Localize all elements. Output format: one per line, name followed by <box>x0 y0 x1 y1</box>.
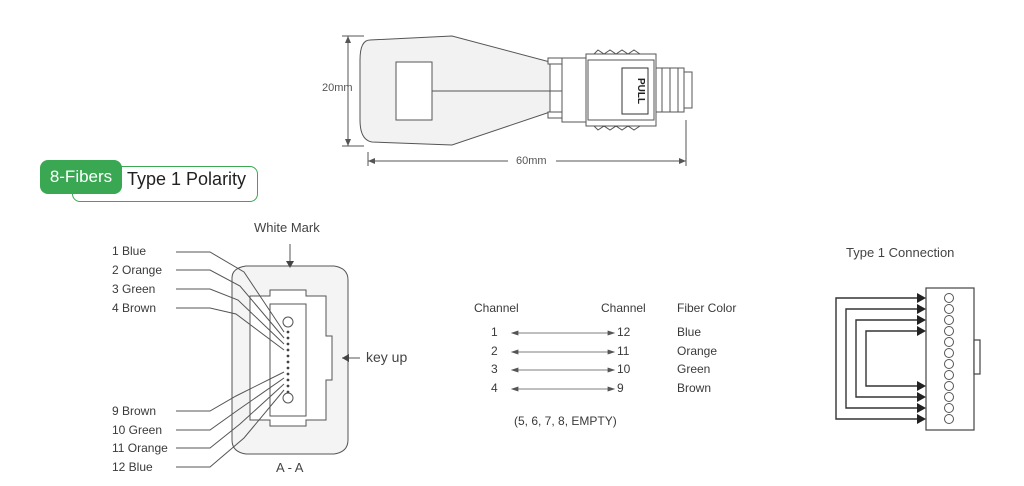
dim-height: 20mm <box>322 82 353 94</box>
section-label: A - A <box>276 460 304 475</box>
fiber-label: 1 Blue <box>112 244 147 258</box>
channel-b-value: 10 <box>617 362 631 376</box>
channel-b-header: Channel <box>601 301 646 315</box>
channel-b-value: 12 <box>617 325 631 339</box>
fiber-label: 3 Green <box>112 282 156 296</box>
white-mark-label: White Mark <box>254 220 320 235</box>
fiber-label: 10 Green <box>112 423 163 437</box>
key-up-label: key up <box>366 349 408 365</box>
connection-title: Type 1 Connection <box>846 245 955 260</box>
fibers-badge: 8-Fibers <box>40 160 122 194</box>
channel-b-value: 11 <box>617 344 630 358</box>
fiber-label: 2 Orange <box>112 263 163 277</box>
dim-width: 60mm <box>516 155 547 167</box>
channel-a-value: 2 <box>491 344 498 358</box>
pull-label: PULL <box>635 78 646 105</box>
fiber-color-value: Orange <box>677 344 718 358</box>
empty-channels-note: (5, 6, 7, 8, EMPTY) <box>514 414 617 428</box>
fiber-label: 12 Blue <box>112 460 153 474</box>
channel-a-header: Channel <box>474 301 519 315</box>
fiber-color-value: Green <box>677 362 711 376</box>
channel-a-value: 1 <box>491 325 498 339</box>
fiber-label: 4 Brown <box>112 301 157 315</box>
fiber-label: 9 Brown <box>112 404 157 418</box>
channel-a-value: 3 <box>491 362 498 376</box>
fiber-label: 11 Orange <box>112 441 168 455</box>
fiber-color-value: Brown <box>677 381 712 395</box>
fiber-color-header: Fiber Color <box>677 301 737 315</box>
fiber-color-value: Blue <box>677 325 702 339</box>
channel-b-value: 9 <box>617 381 624 395</box>
polarity-title: Type 1 Polarity <box>127 169 247 189</box>
channel-a-value: 4 <box>491 381 498 395</box>
